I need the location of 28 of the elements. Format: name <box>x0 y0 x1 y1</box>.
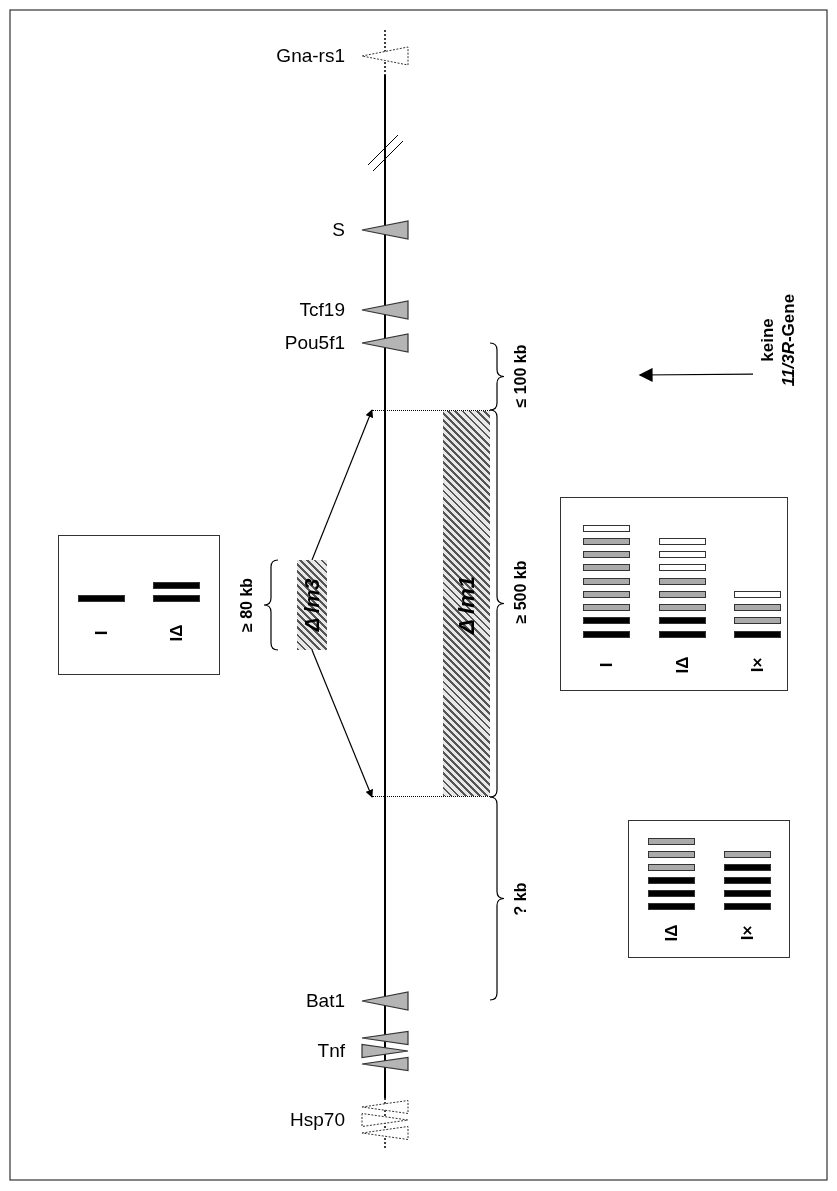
arrow <box>311 649 373 798</box>
arrow <box>638 367 754 382</box>
lane-label: I <box>596 662 617 668</box>
lane-label: I <box>91 630 112 636</box>
size-label: ≤ 100 kb <box>512 344 530 408</box>
gene-name: Tcf19 <box>299 299 345 321</box>
region-label: Δ lm1 <box>453 575 480 634</box>
size-label: ≥ 80 kb <box>238 577 256 633</box>
region-label: Δ lm3 <box>300 578 324 632</box>
deletion-region <box>297 560 327 650</box>
gene-name: Tnf <box>317 1040 345 1062</box>
gene-name: Bat1 <box>305 990 345 1012</box>
gene-name: Hsp70 <box>290 1109 345 1131</box>
size-label: ≥ 500 kb <box>512 560 530 624</box>
gel-panel <box>58 535 220 675</box>
lane-label: IΔ <box>661 924 682 942</box>
gel-panel <box>560 497 788 691</box>
lane-label: IΔ <box>166 624 187 642</box>
lane-label: I× <box>737 925 758 941</box>
lane-label: IΔ <box>672 656 693 674</box>
arrow <box>311 409 374 561</box>
gene-name: Pou5f1 <box>284 332 345 354</box>
gene-name: Gna-rs1 <box>276 45 345 67</box>
gene-name: S <box>332 219 345 241</box>
size-label: ? kb <box>512 882 530 916</box>
lane-label: I× <box>747 657 768 673</box>
gel-panel <box>628 820 790 958</box>
deletion-region <box>372 410 490 797</box>
